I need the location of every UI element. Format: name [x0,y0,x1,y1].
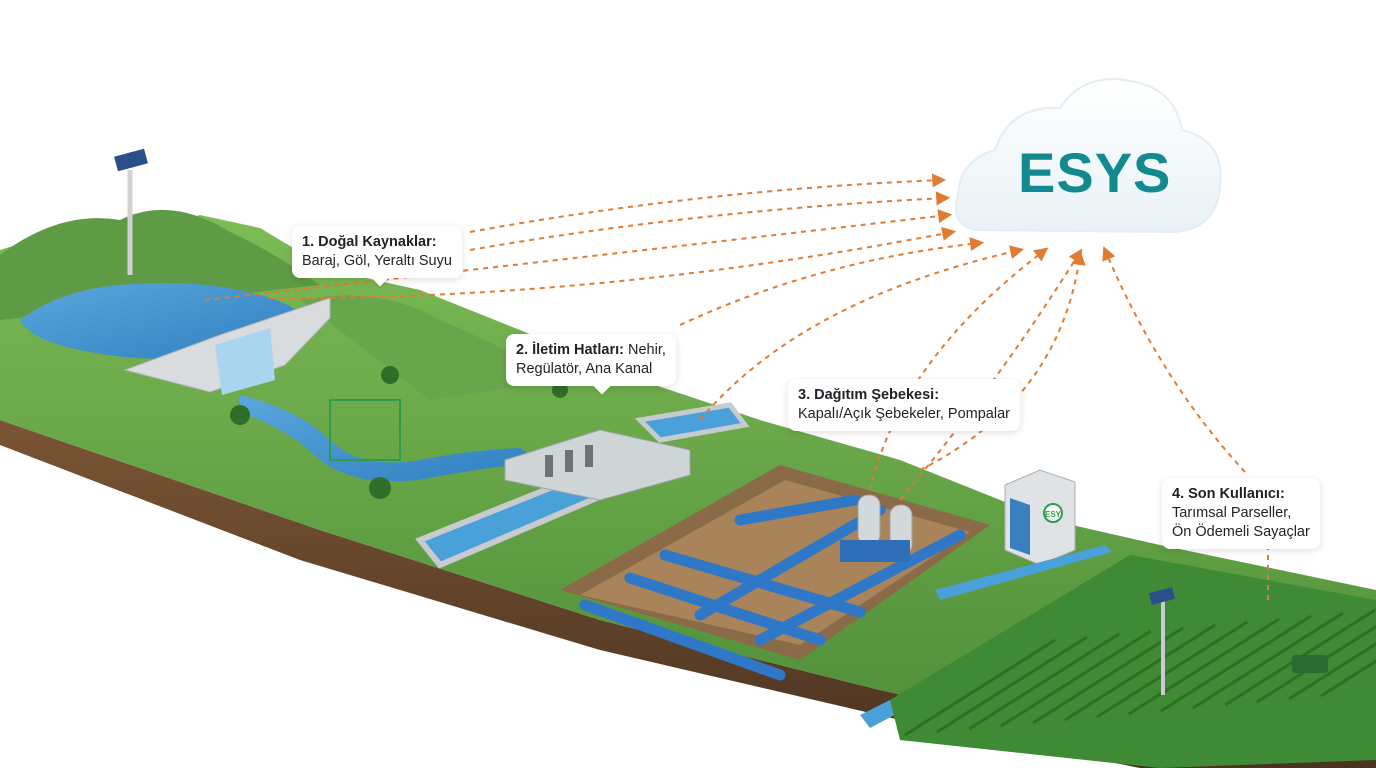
crop-row [1192,611,1344,710]
callout-4-title: 4. Son Kullanıcı: [1172,486,1285,502]
arrow-distribution-3 [919,250,1086,471]
pipe-5 [754,529,966,646]
crop-row [904,638,1056,737]
crop-row [1032,626,1184,725]
field-solar-panel-icon [1148,587,1176,605]
pipe-network [579,494,966,681]
pump-tank-1 [857,494,881,546]
callout-1-title: 1. Doğal Kaynaklar: [302,234,437,250]
data-flow-arrows [204,173,1269,600]
callout-3-title: 3. Dağıtım Şebekesi: [798,387,940,403]
crop-row [1320,659,1376,698]
esys-cloud [955,78,1222,234]
tree [552,382,568,398]
control-station-door [1010,498,1030,555]
crop-row [1256,624,1376,704]
callout-4-text-1: Tarımsal Parseller, [1172,505,1292,521]
crop-field [890,555,1376,768]
arrow-transmission-2 [699,245,1025,421]
callout-2-text: Regülatör, Ana Kanal [516,361,653,377]
crop-row [1128,617,1280,716]
dam-spillway [215,328,275,395]
callout-2-title: 2. İletim Hatları: [516,342,624,358]
callout-natural-resources: 1. Doğal Kaynaklar: Baraj, Göl, Yeraltı … [292,226,462,287]
regulator-gate-1 [545,455,553,477]
tree [369,477,391,499]
river [240,395,540,482]
station-logo-badge [1043,503,1063,523]
pipe-1 [579,599,786,681]
crop-row [968,632,1120,731]
station-logo-text: ESY [1045,510,1062,519]
callout-distribution-network: 3. Dağıtım Şebekesi: Kapalı/Açık Şebekel… [788,379,1020,431]
crop-row [1096,620,1248,719]
crop-row [1000,629,1152,728]
callout-end-user: 4. Son Kullanıcı: Tarımsal Parseller, Ön… [1162,478,1320,549]
upper-canal [634,402,750,443]
pipe-6 [734,494,861,526]
callout-transmission-lines: 2. İletim Hatları: Nehir, Regülatör, Ana… [506,334,676,395]
callout-4-text-2: Ön Ödemeli Sayaçlar [1172,524,1310,540]
arrow-transmission [679,237,985,326]
regulator-gate-2 [565,450,573,472]
arrow-source-1 [469,173,947,233]
crop-row [1288,642,1376,701]
arrow-end-user [1102,246,1246,473]
arrow-source-4 [269,226,957,300]
callout-3-text: Kapalı/Açık Şebekeler, Pompalar [798,406,1010,422]
callout-1-text: Baraj, Göl, Yeraltı Suyu [302,253,452,269]
callout-2-title-rest: Nehir, [623,342,666,358]
crop-rows [904,608,1376,737]
tree [381,366,399,384]
tractor-icon [1292,655,1328,673]
pump-unit [840,540,910,562]
distribution-channel [935,545,1112,600]
arrow-distribution-1 [869,247,1049,491]
crop-row [1064,623,1216,722]
hill-mid [300,295,560,400]
regulator-gate-3 [585,445,593,467]
pipe-4 [694,504,886,621]
solar-panel-icon [112,147,150,173]
tree [230,405,250,425]
crop-row [936,635,1088,734]
regulator-structure [504,429,691,501]
arrow-distribution-2 [899,248,1083,501]
arrow-source-2 [469,191,951,251]
terrain-slab [0,215,1376,740]
arrow-source-3 [204,209,953,301]
crop-row [1160,614,1312,713]
river-gauge-frame [329,399,401,461]
esys-cloud-label: ESYS [1018,141,1172,204]
